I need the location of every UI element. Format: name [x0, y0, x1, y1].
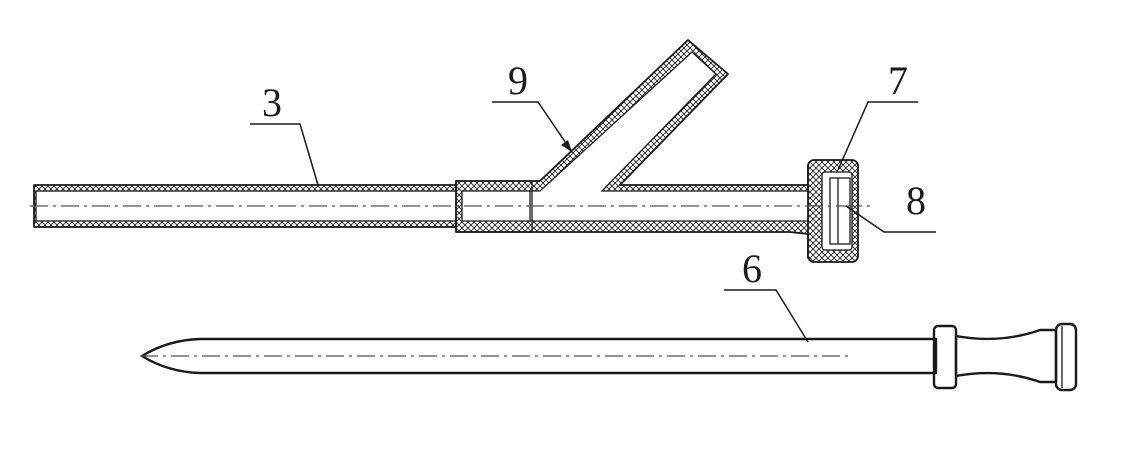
leader-lines: [250, 101, 936, 343]
leader-3: [250, 123, 319, 186]
leader-7: [837, 101, 918, 171]
callout-7: 7: [888, 58, 908, 103]
callout-8: 8: [906, 178, 926, 223]
leader-9: [492, 101, 573, 153]
leader-8: [845, 205, 936, 233]
callout-9: 9: [508, 58, 528, 103]
callout-3: 3: [262, 80, 282, 125]
arrowhead-9: [561, 140, 572, 152]
stylet-6: [140, 322, 1078, 392]
seal-8: [829, 177, 851, 245]
tube-3: [33, 184, 475, 228]
callout-6: 6: [742, 246, 762, 291]
leader-6: [724, 289, 809, 343]
